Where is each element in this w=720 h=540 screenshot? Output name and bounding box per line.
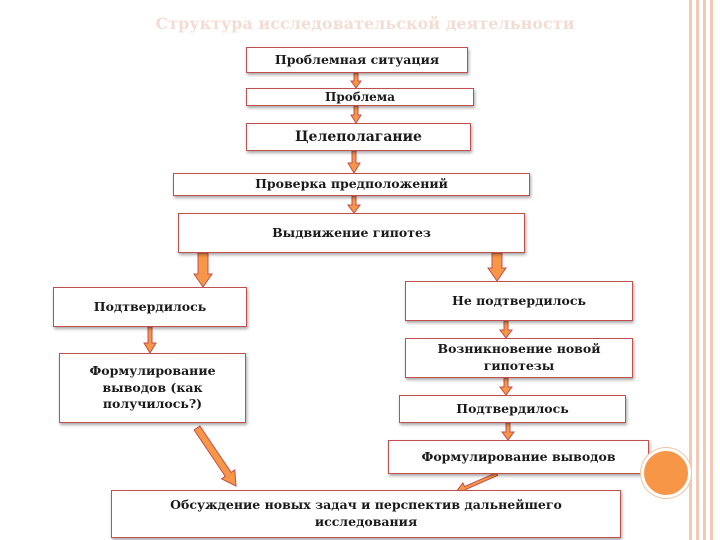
decor-rail-1 [689,0,692,540]
node-confirmed-right: Подтвердилось [399,395,626,423]
arrow-hypothesis-to-not-confirmed [487,252,507,282]
arrow-situation-to-problem [350,72,362,89]
decor-rail-3 [703,0,706,540]
arrow-not-confirmed-to-new [499,320,513,339]
diagram-title: Структура исследовательской деятельности [155,14,575,33]
node-hypothesis: Выдвижение гипотез [178,213,525,253]
arrow-conclusions-right-to-discussion [455,471,499,494]
arrow-check-to-hypothesis [347,195,361,214]
arrow-confirmed-to-conclusions-right [501,422,515,441]
node-not-confirmed: Не подтвердилось [405,281,633,321]
decor-orange-circle [641,448,691,498]
node-problem-situation: Проблемная ситуация [246,47,468,73]
arrow-problem-to-goal [350,105,362,124]
node-confirmed-left: Подтвердилось [53,287,247,327]
arrow-hypothesis-to-confirmed [193,252,213,288]
node-problem: Проблема [246,88,474,106]
arrow-confirmed-to-conclusions [143,326,157,354]
decor-rail-2 [696,0,699,540]
node-discussion: Обсуждение новых задач и перспектив даль… [111,490,621,538]
decor-rail-4 [710,0,713,540]
arrow-new-to-confirmed [499,377,513,396]
arrow-conclusions-left-to-discussion [193,425,237,487]
node-conclusions-left: Формулирование выводов (как получилось?) [59,353,246,423]
node-check-assumptions: Проверка предположений [173,173,530,196]
node-goal-setting: Целеполагание [246,123,471,151]
node-new-hypothesis: Возникновение новой гипотезы [405,338,633,378]
arrow-goal-to-check [347,150,361,174]
node-conclusions-right: Формулирование выводов [388,440,649,474]
